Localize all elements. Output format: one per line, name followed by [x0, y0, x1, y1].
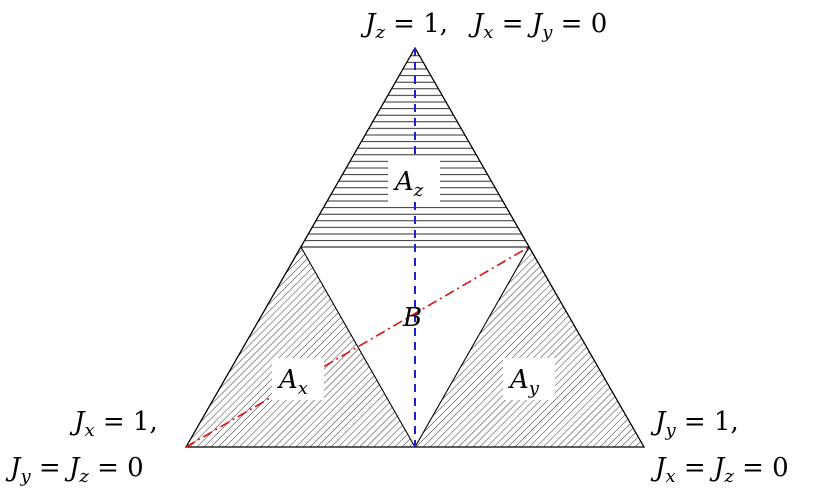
corner-label-right-line2: Jx = Jz = 0	[650, 453, 789, 487]
corner-label-right-line1: Jy = 1,	[650, 407, 739, 441]
corner-label-left-line1: Jx = 1,	[69, 407, 158, 441]
label-b: B	[402, 303, 422, 333]
label-az: Az	[388, 160, 440, 202]
corner-label-top: Jz = 1, Jx = Jy = 0	[360, 9, 607, 43]
svg-text:Ax: Ax	[277, 365, 308, 399]
svg-text:Az: Az	[393, 167, 424, 201]
corner-label-left-line2: Jy = Jz = 0	[5, 453, 144, 487]
label-ax: Ax	[272, 358, 324, 400]
red-dashdot-line	[185, 246, 530, 448]
svg-text:Ay: Ay	[508, 365, 540, 399]
svg-text:B: B	[402, 303, 422, 333]
label-ay: Ay	[503, 358, 555, 400]
